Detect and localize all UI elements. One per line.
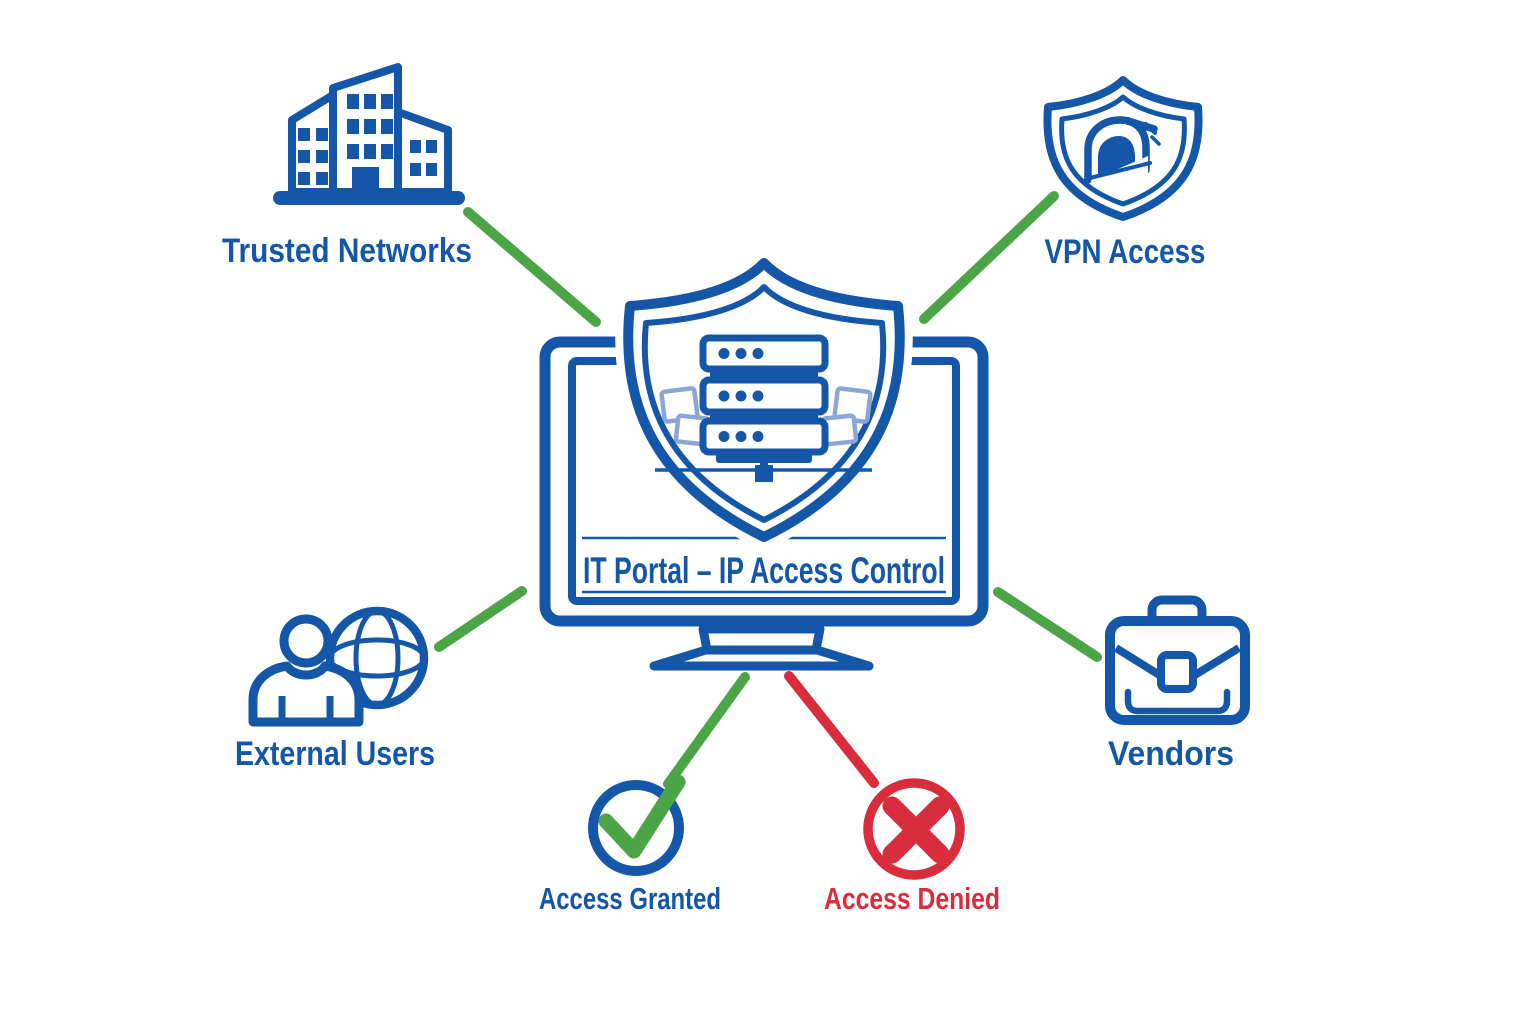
- cross-circle-icon: [863, 778, 965, 880]
- monitor-base: [649, 645, 874, 671]
- node-vendors: Vendors: [1105, 595, 1250, 773]
- connector-external-users: [434, 586, 527, 652]
- trusted-networks-label: Trusted Networks: [222, 232, 472, 270]
- connector-vpn-access: [919, 191, 1059, 324]
- user-globe-icon: [248, 606, 429, 727]
- server-stack-icon: [655, 334, 872, 482]
- node-vpn-access: VPN Access: [1043, 76, 1206, 271]
- node-trusted-networks: Trusted Networks: [222, 63, 472, 270]
- connector-access-denied: [784, 671, 879, 788]
- check-circle-icon: [588, 774, 686, 876]
- connector-access-granted: [663, 672, 750, 789]
- access-denied-label: Access Denied: [824, 881, 1000, 916]
- access-granted-label: Access Granted: [539, 881, 721, 916]
- outcome-access-denied: Access Denied: [824, 778, 1000, 916]
- shield-tunnel-icon: [1043, 76, 1203, 221]
- connector-trusted-networks: [463, 207, 601, 327]
- office-buildings-icon: [273, 63, 465, 205]
- vpn-access-label: VPN Access: [1045, 233, 1206, 271]
- briefcase-icon: [1105, 595, 1250, 725]
- node-it-portal: IT Portal – IP Access Control: [539, 244, 989, 671]
- connectors: [434, 191, 1102, 789]
- side-screens-icon: [659, 386, 873, 447]
- portal-title: IT Portal – IP Access Control: [583, 550, 945, 591]
- monitor-shield-server-icon: IT Portal – IP Access Control: [539, 244, 989, 671]
- outcome-access-granted: Access Granted: [539, 774, 721, 916]
- external-users-label: External Users: [235, 735, 435, 773]
- connector-vendors: [993, 587, 1102, 662]
- node-external-users: External Users: [235, 606, 435, 773]
- vendors-label: Vendors: [1108, 735, 1234, 773]
